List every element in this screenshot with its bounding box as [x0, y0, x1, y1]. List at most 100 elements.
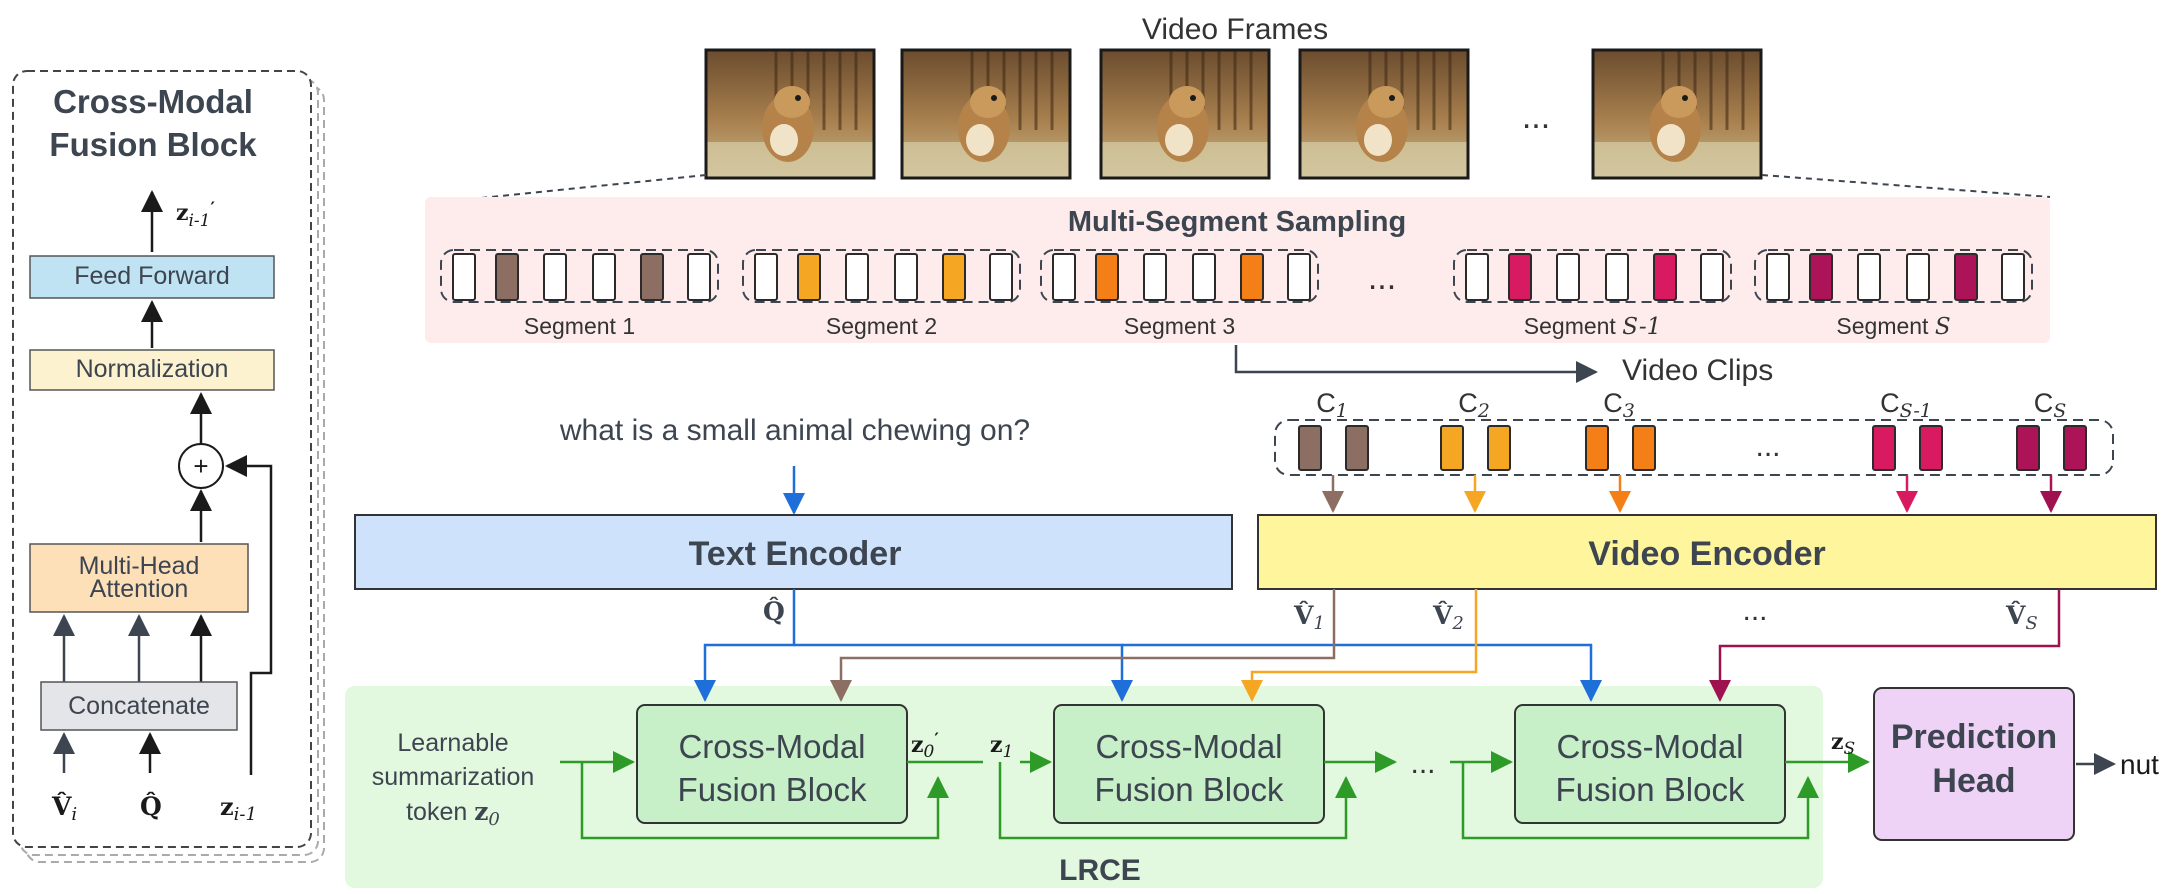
input-v-hat: V̂i — [51, 792, 77, 825]
text-encoder-label: Text Encoder — [689, 535, 902, 573]
lrce-fusion-block-1 — [636, 704, 908, 824]
token-label-line2: summarization — [372, 763, 535, 791]
input-z: zi-1 — [220, 792, 257, 825]
expansion-line-right — [1761, 174, 2051, 198]
segments-ellipsis: ... — [1368, 259, 1396, 297]
clips-container — [1274, 419, 2114, 476]
video-frame — [900, 48, 1072, 180]
frame-slot — [2001, 253, 2025, 301]
v1-hat-output: V̂1 — [1293, 601, 1325, 634]
video-frames-title: Video Frames — [1142, 13, 1328, 46]
clip-label: CS-1 — [1880, 388, 1932, 422]
sampled-frame — [797, 253, 821, 301]
clip-frame — [1872, 425, 1896, 471]
clips-ellipsis: ... — [1755, 430, 1780, 463]
segment-container — [1754, 249, 2033, 303]
concatenate-box — [40, 681, 238, 731]
fusion-block-detail: Cross-Modal Fusion Block zi-1′ Feed Forw… — [12, 70, 325, 863]
fusion-detail-title-line1: Cross-Modal — [53, 83, 253, 120]
segment-label: Segment S-1 — [1524, 313, 1661, 340]
sampled-frame — [942, 253, 966, 301]
clip-frame — [2016, 425, 2040, 471]
fusion-block-S-line1: Cross-Modal — [1556, 728, 1743, 765]
vs-hat-output: V̂S — [2005, 601, 2038, 634]
frame-slot — [452, 253, 476, 301]
residual-add-icon — [178, 443, 224, 489]
sampled-frame — [1954, 253, 1978, 301]
lrce-fusion-block-2 — [1053, 704, 1325, 824]
clip-5: CS — [2016, 388, 2087, 513]
segment-label: Segment 2 — [826, 313, 937, 339]
video-encoder-label: Video Encoder — [1588, 535, 1825, 573]
clip-label: C2 — [1458, 388, 1490, 422]
sampled-frame — [1508, 253, 1532, 301]
frame-slot — [1857, 253, 1881, 301]
frame-slot — [894, 253, 918, 301]
clip-frame — [1919, 425, 1943, 471]
segment-label: Segment 1 — [524, 313, 635, 339]
v2-to-block2-arrow — [1241, 589, 1478, 702]
frame-slot — [1906, 253, 1930, 301]
v1-to-block1-arrow — [830, 589, 1336, 702]
video-frame — [1591, 48, 1763, 180]
prediction-head-line1: Prediction — [1891, 718, 2057, 756]
input-q-hat: Q̂ — [140, 792, 162, 821]
segment-container — [440, 249, 719, 303]
segment-2: Segment 2 — [742, 249, 1021, 339]
frame-slot — [1465, 253, 1489, 301]
video-frames — [704, 48, 1763, 180]
text-encoder-box — [354, 514, 1233, 590]
fusion-block-1-line2: Fusion Block — [678, 771, 867, 808]
frame-slot — [1052, 253, 1076, 301]
clip-1: C1 — [1298, 388, 1369, 513]
z1-label: z1 — [990, 732, 1013, 762]
fusion-block-2-line2: Fusion Block — [1095, 771, 1284, 808]
segment-label: Segment S — [1836, 313, 1950, 340]
frame-slot — [1287, 253, 1311, 301]
feed-forward-label: Feed Forward — [74, 262, 230, 290]
zS-label: zS — [1831, 729, 1855, 759]
feed-forward-box — [29, 255, 275, 299]
prediction-head-box — [1873, 687, 2075, 841]
sampled-frame — [495, 253, 519, 301]
frame-slot — [1143, 253, 1167, 301]
fusion-block-2-line1: Cross-Modal — [1095, 728, 1282, 765]
video-frame — [704, 48, 876, 180]
fusion-detail-title-line2: Fusion Block — [49, 126, 257, 163]
segment-5: Segment S — [1754, 249, 2033, 340]
v2-hat-output: V̂2 — [1432, 601, 1464, 634]
z0-skip-arrow — [580, 762, 949, 840]
clip-frame — [1440, 425, 1464, 471]
sampled-frame — [1240, 253, 1264, 301]
vs-to-blockS-arrow — [1709, 589, 2061, 702]
frame-slot — [845, 253, 869, 301]
frame-slot — [687, 253, 711, 301]
segment-container — [1453, 249, 1732, 303]
frame-slot — [1766, 253, 1790, 301]
clip-frame — [1298, 425, 1322, 471]
recurrence-arrows — [560, 751, 1870, 840]
frame-slot — [1556, 253, 1580, 301]
sampled-frame — [1095, 253, 1119, 301]
residual-add-symbol: + — [193, 451, 208, 481]
multi-head-attention-box — [29, 543, 249, 613]
z1-skip-arrow — [998, 762, 1357, 840]
video-frame — [1099, 48, 1271, 180]
encoder-routing — [694, 589, 2061, 702]
attention-label-line1: Multi-Head — [79, 552, 200, 580]
answer-label: nut — [2120, 749, 2159, 780]
frames-ellipsis: ... — [1522, 98, 1550, 136]
segment-container — [742, 249, 1021, 303]
video-clips-arrow — [1234, 345, 1598, 383]
clip-frame — [1585, 425, 1609, 471]
lrce-ellipsis: ... — [1410, 747, 1435, 780]
token-label-line3: token z0 — [406, 797, 500, 830]
lrce-fusion-block-S — [1514, 704, 1786, 824]
clip-label: C1 — [1316, 388, 1348, 422]
normalization-label: Normalization — [76, 355, 229, 383]
q-hat-output: Q̂ — [763, 597, 785, 626]
clip-4: CS-1 — [1872, 388, 1943, 513]
q-to-block1-arrow — [694, 589, 796, 702]
expansion-line-left — [431, 174, 707, 204]
